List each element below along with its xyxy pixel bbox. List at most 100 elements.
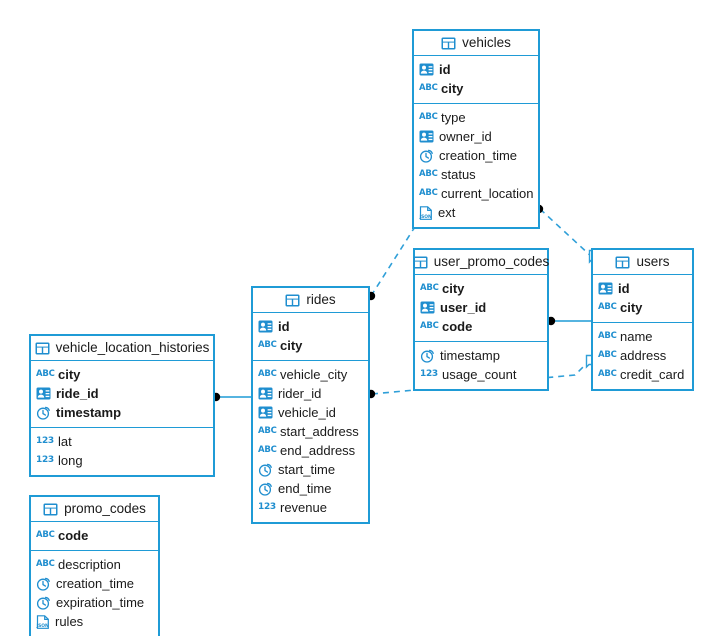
id-badge-icon [258,406,273,419]
column-name: timestamp [56,405,122,420]
column-name: id [439,62,451,77]
column-row[interactable]: end_time [253,479,368,498]
id-badge-icon [419,130,434,143]
abc-icon: ABC [598,302,617,312]
column-name: ride_id [56,386,99,401]
column-name: id [618,281,630,296]
table-header[interactable]: users [593,250,692,275]
id-badge-icon [420,301,435,314]
table-title: promo_codes [64,501,146,517]
column-row[interactable]: user_id [415,298,547,317]
table-icon [441,37,456,50]
column-row[interactable]: ride_id [31,384,213,403]
table-header[interactable]: user_promo_codes [413,250,550,275]
column-row[interactable]: creation_time [414,146,538,165]
number-icon: 123 [420,369,438,379]
json-icon: JSON [419,205,433,220]
column-name: lat [58,434,72,449]
abc-icon: ABC [419,169,438,179]
edge-user_promo_codes-users[interactable] [546,316,592,326]
table-title: user_promo_codes [433,254,550,270]
column-name: status [441,167,476,182]
abc-icon: ABC [36,530,55,540]
id-badge-icon [36,387,51,400]
clock-icon [420,349,435,363]
table-header[interactable]: promo_codes [31,497,158,522]
abc-icon: ABC [258,426,277,436]
column-row[interactable]: id [253,317,368,336]
column-name: vehicle_city [280,367,348,382]
column-name: city [441,81,464,96]
column-name: rules [55,614,84,629]
table-header[interactable]: vehicles [414,31,538,56]
abc-icon: ABC [36,369,55,379]
abc-icon: ABC [598,331,617,341]
table-header[interactable]: vehicle_location_histories [31,336,213,361]
column-row[interactable]: 123 usage_count [415,365,547,384]
column-row[interactable]: timestamp [415,346,547,365]
column-row[interactable]: expiration_time [31,593,158,612]
column-name: creation_time [56,576,135,591]
column-row[interactable]: vehicle_id [253,403,368,422]
column-row[interactable]: JSON ext [414,203,538,222]
table-header[interactable]: rides [253,288,368,313]
column-row[interactable]: id [414,60,538,79]
abc-icon: ABC [258,369,277,379]
column-row[interactable]: id [593,279,692,298]
column-row[interactable]: creation_time [31,574,158,593]
column-name: start_time [278,462,336,477]
id-badge-icon [598,282,613,295]
edge-vehicle_location_histories-rides[interactable] [211,392,251,402]
column-name: code [58,528,89,543]
column-row[interactable]: rider_id [253,384,368,403]
column-name: ext [438,205,456,220]
clock-icon [36,596,51,610]
column-name: name [620,329,653,344]
column-name: id [278,319,290,334]
abc-icon: ABC [420,321,439,331]
abc-icon: ABC [598,369,617,379]
column-name: city [620,300,643,315]
column-name: usage_count [442,367,517,382]
column-row[interactable]: timestamp [31,403,213,422]
column-name: owner_id [439,129,492,144]
column-name: credit_card [620,367,685,382]
column-name: revenue [280,500,327,515]
column-row[interactable]: start_time [253,460,368,479]
column-name: creation_time [439,148,518,163]
column-row[interactable]: owner_id [414,127,538,146]
column-group: timestamp 123 usage_count [415,342,547,389]
